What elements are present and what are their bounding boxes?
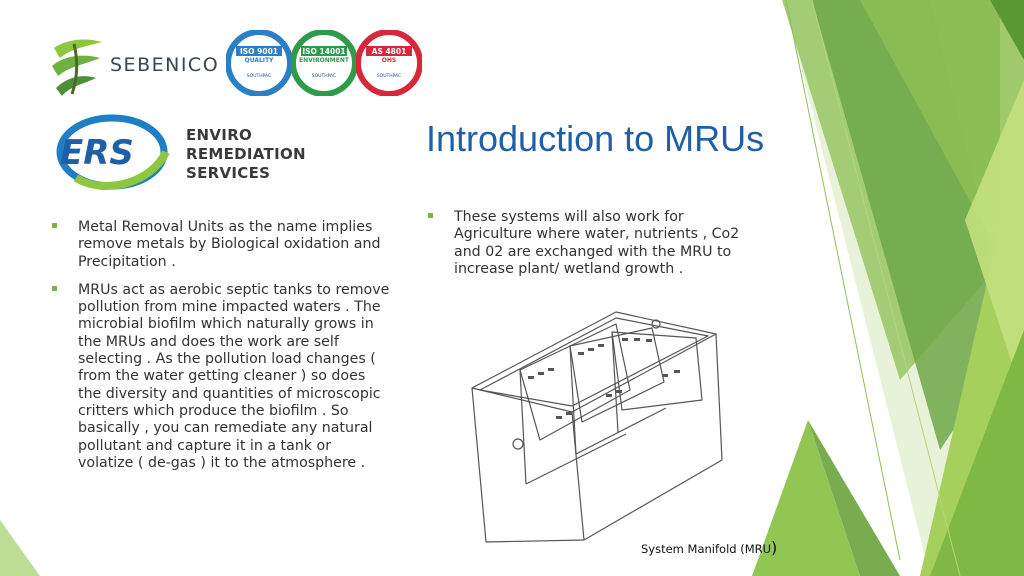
left-bullet-list: Metal Removal Units as the name implies … (50, 219, 390, 483)
slide-title: Introduction to MRUs (426, 118, 765, 159)
bullet-item: MRUs act as aerobic septic tanks to remo… (50, 282, 390, 472)
diagram-caption: System Manifold (MRU) (641, 538, 778, 557)
as-4801-seal: AS 4801 OHS SOUTHPAC (355, 29, 423, 97)
iso-9001-seal: ISO 9001 QUALITY SOUTHPAC (225, 29, 293, 97)
ers-company-name: ENVIRO REMEDIATION SERVICES (186, 126, 306, 182)
mru-tank-diagram (471, 311, 723, 543)
sebenico-wordmark: SEBENICO (110, 54, 220, 76)
bullet-item: These systems will also work for Agricul… (426, 209, 766, 278)
bullet-item: Metal Removal Units as the name implies … (50, 219, 390, 271)
bullet-square-icon (52, 285, 57, 291)
bullet-square-icon (52, 223, 57, 228)
sebenico-leaf-icon (52, 39, 102, 96)
sebenico-logo: SEBENICO (48, 36, 228, 98)
iso-14001-seal: ISO 14001 ENVIRONMENT SOUTHPAC (290, 29, 358, 97)
ers-logo: ERS (56, 114, 170, 190)
right-bullet-list: These systems will also work for Agricul… (426, 209, 766, 289)
svg-text:ERS: ERS (60, 133, 134, 173)
bullet-square-icon (428, 213, 433, 218)
